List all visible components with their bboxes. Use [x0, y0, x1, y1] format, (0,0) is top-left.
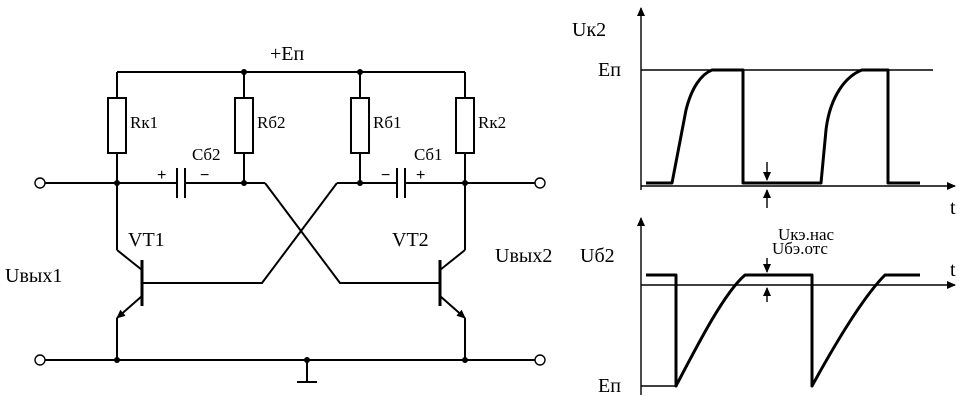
x-label-bottom: t — [950, 259, 956, 281]
annotation-uke-nas: Uкэ.нас — [778, 225, 835, 244]
graph-ub2: Uб2 Eп t Uбэ.отс — [580, 217, 956, 397]
output-terminal-2 — [534, 177, 546, 189]
resistor-rb2 — [234, 97, 254, 154]
label-vt2: VT2 — [392, 229, 429, 251]
resistor-rk2 — [455, 97, 475, 154]
polarity-minus-cb1: − — [381, 167, 390, 184]
level-label-bottom: Eп — [598, 375, 621, 397]
supply-label: +Eп — [270, 43, 304, 65]
y-label-top: Uк2 — [572, 19, 606, 41]
resistor-rb1 — [350, 97, 370, 154]
label-vt1: VT1 — [128, 229, 165, 251]
polarity-plus-cb1: + — [416, 167, 425, 184]
y-label-bottom: Uб2 — [580, 245, 615, 267]
multivibrator-circuit: +Eп Rк1 Rб2 Rб1 Rк2 Cб2 + − — [5, 43, 552, 383]
transistor-vt1 — [116, 183, 144, 360]
label-out1: Uвых1 — [5, 265, 62, 287]
cross-link-2 — [142, 182, 338, 284]
polarity-minus-cb2: − — [200, 167, 209, 184]
label-rk1: Rк1 — [130, 113, 158, 132]
label-out2: Uвых2 — [495, 245, 552, 267]
label-rk2: Rк2 — [478, 113, 506, 132]
waveform-ub2 — [646, 273, 920, 388]
transistor-vt2 — [438, 183, 466, 360]
ground-terminal-2 — [534, 354, 546, 366]
label-cb2: Cб2 — [192, 145, 221, 164]
x-label-top: t — [950, 197, 956, 219]
graph-uk2: Uк2 Eп t Uкэ.нас — [572, 7, 956, 244]
ground-terminal-1 — [34, 354, 46, 366]
resistor-rk1 — [107, 97, 127, 154]
cross-link-1 — [264, 182, 440, 284]
label-cb1: Cб1 — [414, 145, 443, 164]
level-label-top: Eп — [598, 59, 621, 81]
polarity-plus-cb2: + — [157, 167, 166, 184]
label-rb2: Rб2 — [257, 113, 286, 132]
annotation-ube-ots: Uбэ.отс — [772, 239, 828, 258]
label-rb1: Rб1 — [373, 113, 402, 132]
output-terminal-1 — [34, 177, 46, 189]
waveform-uk2 — [646, 68, 920, 185]
